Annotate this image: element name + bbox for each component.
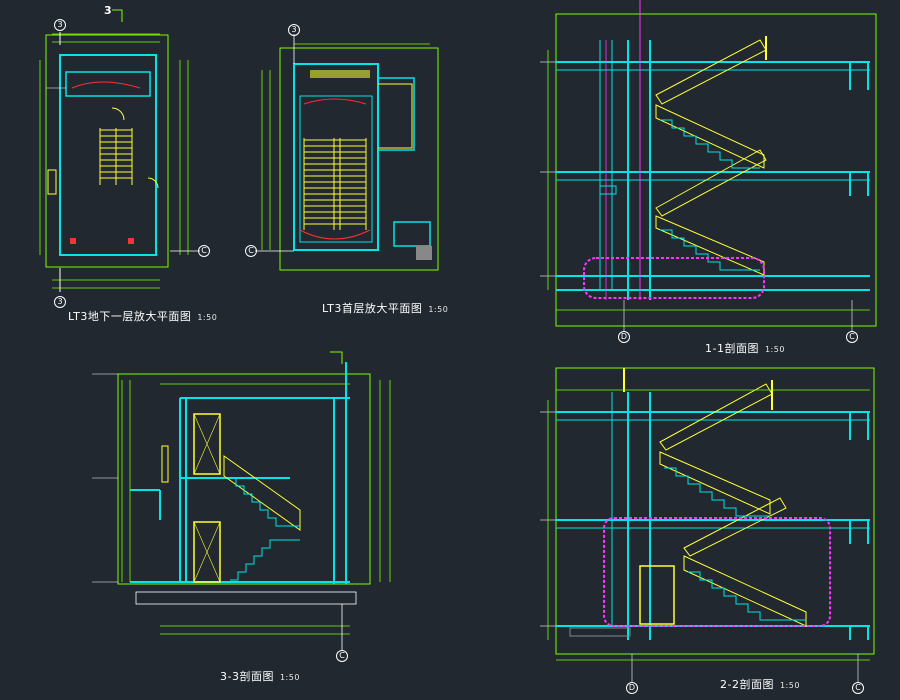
section-2-2-title-text: 2-2剖面图	[720, 678, 774, 691]
section-3-3-title: 3-3剖面图 1:50	[220, 668, 300, 684]
section-1-1-axis-left-bubble: D	[618, 331, 630, 343]
section-2-2-axis-right-bubble: C	[852, 682, 864, 694]
section-2-2	[540, 367, 875, 682]
section-3-3-axis-bottom-bubble: C	[336, 650, 348, 662]
basement-plan-title-text: LT3地下一层放大平面图	[68, 310, 192, 323]
section-3-3-title-text: 3-3剖面图	[220, 670, 274, 683]
roof-axis-left-bubble: C	[245, 245, 257, 257]
basement-section-mark: 3	[104, 4, 112, 17]
section-3-3	[92, 351, 391, 650]
section-2-2-title: 2-2剖面图 1:50	[720, 676, 800, 692]
basement-plan-title: LT3地下一层放大平面图 1:50	[68, 308, 217, 324]
basement-axis-bottom-bubble: 3	[54, 296, 66, 308]
roof-axis-top-bubble: 3	[288, 24, 300, 36]
roof-plan-title-text: LT3首层放大平面图	[322, 302, 423, 315]
basement-axis-right-bubble: C	[198, 245, 210, 257]
section-3-3-scale: 1:50	[279, 673, 300, 682]
basement-plan	[39, 9, 200, 292]
section-1-1-axis-right-bubble: C	[846, 331, 858, 343]
roof-plan-title: LT3首层放大平面图 1:50	[322, 300, 448, 316]
section-1-1-scale: 1:50	[764, 345, 785, 354]
section-2-2-scale: 1:50	[779, 681, 800, 690]
basement-plan-scale: 1:50	[197, 313, 218, 322]
basement-axis-top-bubble: 3	[54, 19, 66, 31]
section-1-1-title: 1-1剖面图 1:50	[705, 340, 785, 356]
section-2-2-axis-left-bubble: D	[626, 682, 638, 694]
roof-plan	[255, 34, 439, 271]
section-1-1-title-text: 1-1剖面图	[705, 342, 759, 355]
roof-plan-scale: 1:50	[428, 305, 449, 314]
section-1-1	[540, 0, 877, 332]
